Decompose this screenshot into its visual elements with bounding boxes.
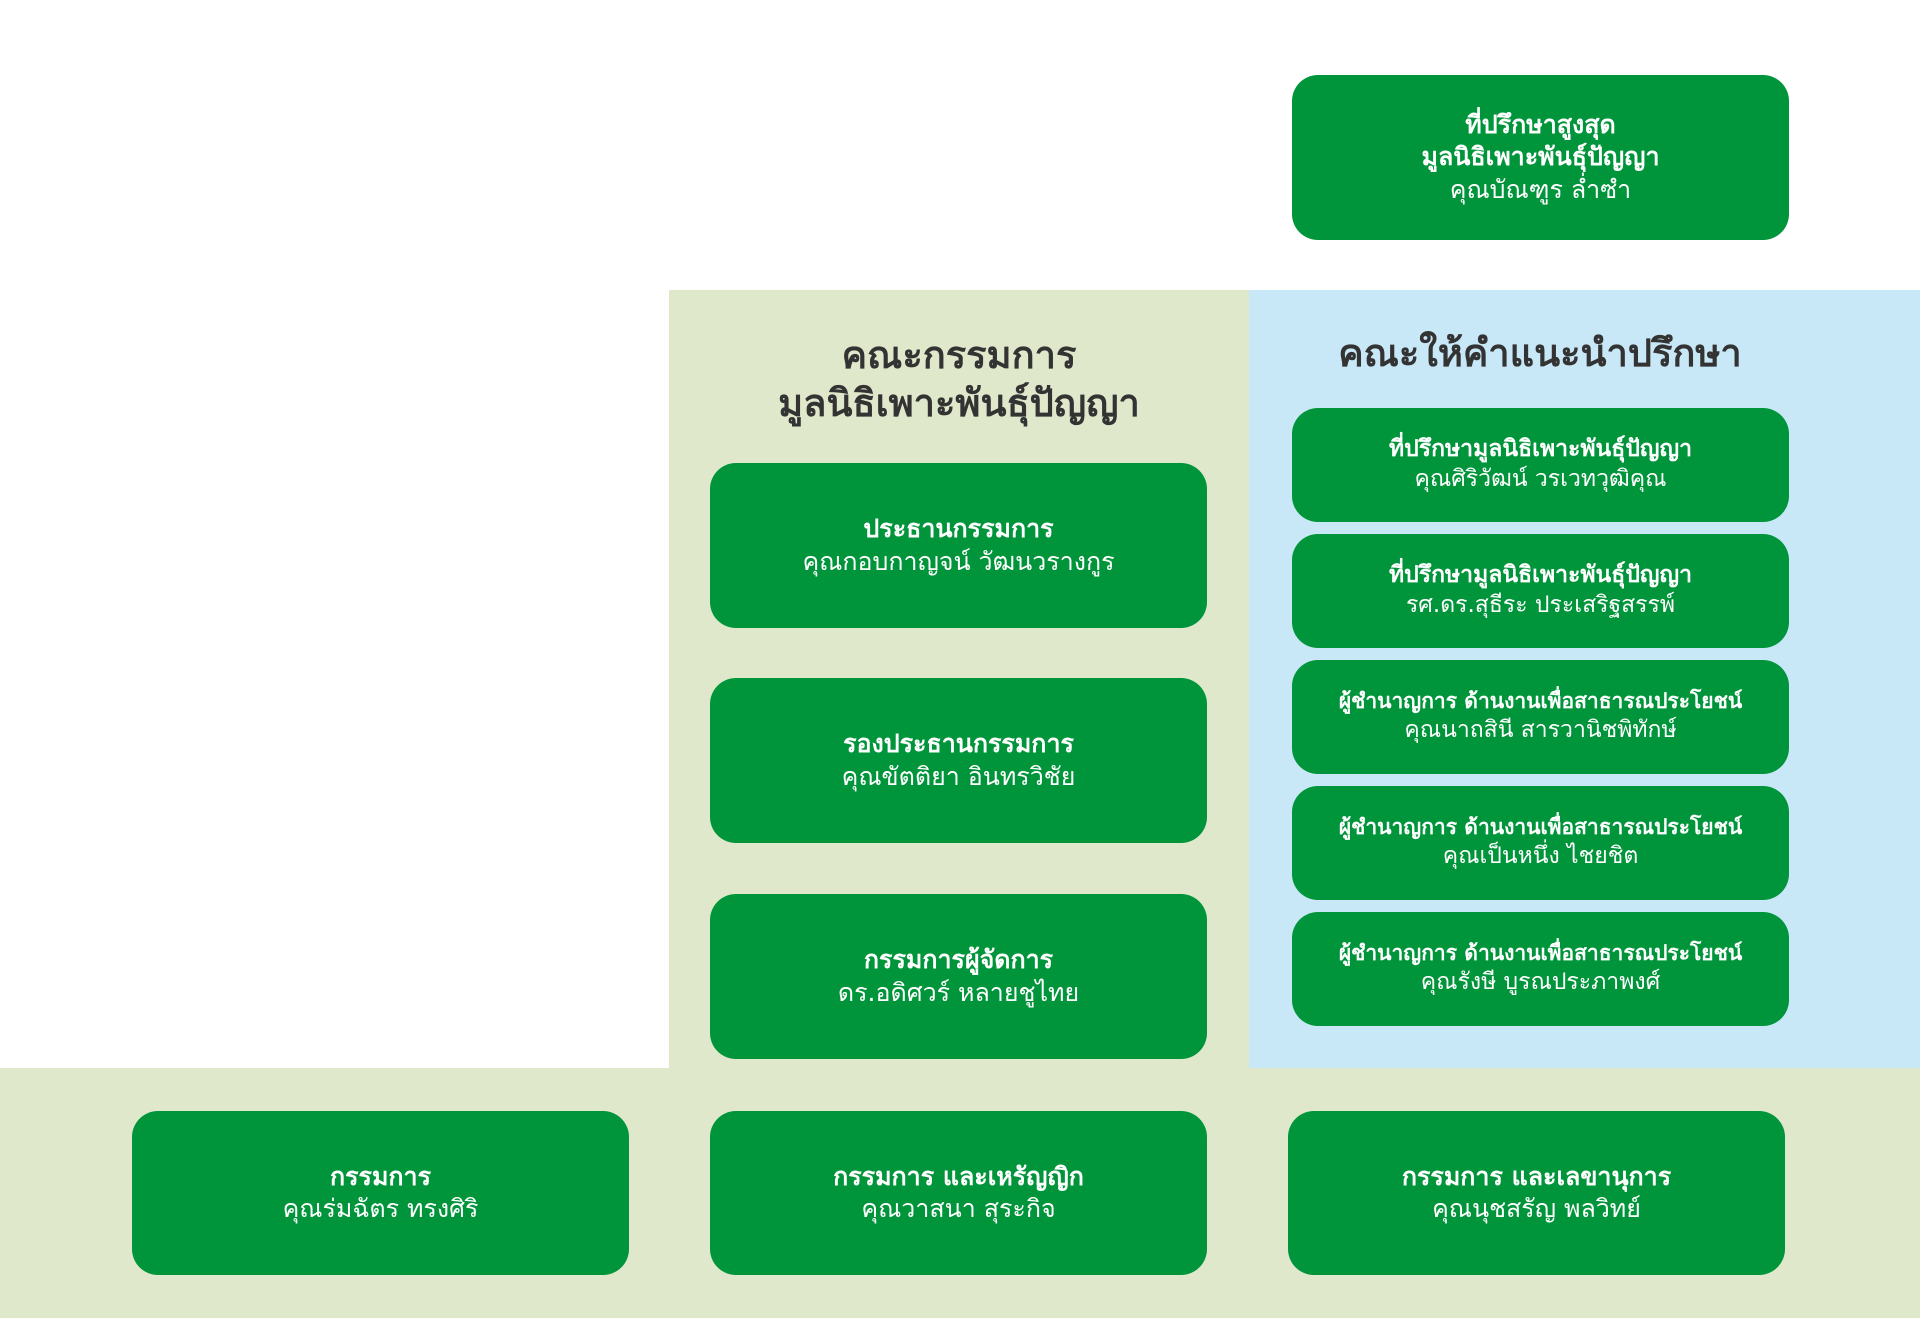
top-advisor-box: ที่ปรึกษาสูงสุด มูลนิธิเพาะพันธุ์ปัญญา ค… xyxy=(1292,75,1789,240)
top-advisor-org: มูลนิธิเพาะพันธุ์ปัญญา xyxy=(1421,142,1660,172)
member-role: ประธานกรรมการ xyxy=(863,514,1054,543)
top-advisor-role: ที่ปรึกษาสูงสุด xyxy=(1465,109,1616,139)
member-role: ผู้ชำนาญการ ด้านงานเพื่อสาธารณประโยชน์ xyxy=(1338,689,1743,714)
advisory-member-box: ที่ปรึกษามูลนิธิเพาะพันธุ์ปัญญา คุณศิริว… xyxy=(1292,408,1789,522)
member-name: ดร.อดิศวร์ หลายชูไทย xyxy=(837,977,1080,1007)
board-title-line1: คณะกรรมการ xyxy=(841,333,1077,377)
member-name: คุณกอบกาญจน์ วัฒนวรางกูร xyxy=(802,546,1115,576)
board-member-box: รองประธานกรรมการ คุณขัตติยา อินทรวิชัย xyxy=(710,678,1207,843)
member-role: กรรมการผู้จัดการ xyxy=(863,945,1054,974)
member-role: ที่ปรึกษามูลนิธิเพาะพันธุ์ปัญญา xyxy=(1388,562,1693,589)
member-role: ผู้ชำนาญการ ด้านงานเพื่อสาธารณประโยชน์ xyxy=(1338,941,1743,966)
member-role: กรรมการ และเหรัญญิก xyxy=(833,1161,1084,1191)
advisory-member-box: ที่ปรึกษามูลนิธิเพาะพันธุ์ปัญญา รศ.ดร.สุ… xyxy=(1292,534,1789,648)
member-role: กรรมการ และเลขานุการ xyxy=(1401,1161,1672,1191)
member-role: กรรมการ xyxy=(329,1161,432,1191)
member-name: คุณร่มฉัตร ทรงศิริ xyxy=(282,1194,479,1223)
advisory-member-box: ผู้ชำนาญการ ด้านงานเพื่อสาธารณประโยชน์ ค… xyxy=(1292,660,1789,774)
director-box: กรรมการ และเหรัญญิก คุณวาสนา สุระกิจ xyxy=(710,1111,1207,1275)
member-role: ผู้ชำนาญการ ด้านงานเพื่อสาธารณประโยชน์ xyxy=(1338,815,1743,840)
advisory-member-box: ผู้ชำนาญการ ด้านงานเพื่อสาธารณประโยชน์ ค… xyxy=(1292,786,1789,900)
board-member-box: กรรมการผู้จัดการ ดร.อดิศวร์ หลายชูไทย xyxy=(710,894,1207,1059)
director-box: กรรมการ และเลขานุการ คุณนุชสรัญ พลวิทย์ xyxy=(1288,1111,1785,1275)
member-name: รศ.ดร.สุธีระ ประเสริฐสรรพ์ xyxy=(1405,592,1676,618)
advisory-member-box: ผู้ชำนาญการ ด้านงานเพื่อสาธารณประโยชน์ ค… xyxy=(1292,912,1789,1026)
member-name: คุณศิริวัฒน์ วรเวทวุฒิคุณ xyxy=(1414,466,1667,492)
member-name: คุณนาถสินี สารวานิชพิทักษ์ xyxy=(1404,716,1677,743)
director-box: กรรมการ คุณร่มฉัตร ทรงศิริ xyxy=(132,1111,629,1275)
member-name: คุณนุชสรัญ พลวิทย์ xyxy=(1432,1194,1641,1223)
member-name: คุณวาสนา สุระกิจ xyxy=(861,1194,1056,1223)
member-name: คุณเป็นหนึ่ง ไชยชิต xyxy=(1442,842,1639,869)
board-member-box: ประธานกรรมการ คุณกอบกาญจน์ วัฒนวรางกูร xyxy=(710,463,1207,628)
member-role: รองประธานกรรมการ xyxy=(843,729,1074,758)
member-name: คุณขัตติยา อินทรวิชัย xyxy=(841,761,1076,791)
board-title: คณะกรรมการ มูลนิธิเพาะพันธุ์ปัญญา xyxy=(669,332,1249,427)
member-name: คุณรังษี บูรณประภาพงศ์ xyxy=(1420,968,1661,995)
member-role: ที่ปรึกษามูลนิธิเพาะพันธุ์ปัญญา xyxy=(1388,436,1693,463)
board-title-line2: มูลนิธิเพาะพันธุ์ปัญญา xyxy=(778,380,1140,425)
advisory-title: คณะให้คำแนะนำปรึกษา xyxy=(1338,331,1742,375)
top-advisor-name: คุณบัณฑูร ล่ำซำ xyxy=(1449,174,1632,204)
